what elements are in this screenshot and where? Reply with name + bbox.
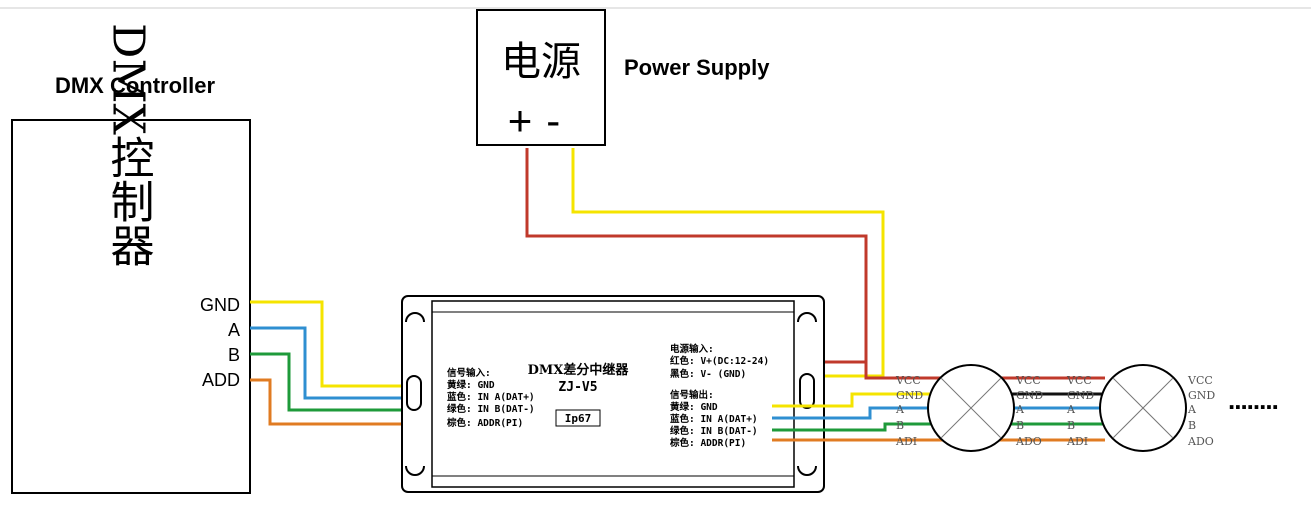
wire-power-negative (571, 148, 885, 378)
signal-output-title: 信号输出: (670, 389, 714, 401)
lamp1-out-b: B (1016, 419, 1024, 432)
wire-out-b (772, 422, 932, 432)
power-input-line-1: 红色: V+(DC:12-24) (670, 355, 769, 367)
repeater-box: DMX差分中继器 ZJ-V5 Ip67 信号输入: 黄绿: GND 蓝色: IN… (401, 295, 825, 493)
mount-slot-bl (405, 465, 425, 476)
lamp1-out-ado: ADO (1015, 435, 1042, 448)
lamp2-in-adi: ADI (1066, 435, 1088, 448)
mount-slot-tl (405, 312, 425, 323)
repeater-model: ZJ-V5 (558, 380, 597, 395)
power-input-block: 电源输入: 红色: V+(DC:12-24) 黑色: V- (GND) (670, 343, 769, 380)
ctrl-pin-add: ADD (202, 370, 240, 390)
power-supply-label: Power Supply (624, 55, 770, 80)
mount-slot-tr (797, 312, 817, 323)
dmx-controller-box (11, 119, 251, 494)
lamp1-out-a: A (1015, 403, 1025, 416)
dmx-controller-label: DMX Controller (55, 73, 216, 98)
wire-input-gnd (250, 300, 430, 388)
wire-power-positive (525, 148, 868, 364)
repeater-rating: Ip67 (565, 412, 592, 425)
lamp2-in-labels: VCC GND A B ADI (1066, 374, 1094, 448)
lamp2-cross-b (1112, 377, 1174, 439)
input-wires (250, 300, 430, 426)
grommet-right (799, 373, 815, 409)
wire-out-a (772, 406, 932, 420)
signal-input-line-4: 棕色: ADDR(PI) (446, 417, 523, 429)
grommet-left (406, 375, 422, 411)
power-supply-terminals: +- (508, 97, 575, 144)
lamp2-out-b: B (1188, 419, 1196, 432)
wire-out-gnd (772, 392, 932, 408)
repeater-title: DMX差分中继器 (528, 362, 630, 378)
signal-output-line-4: 棕色: ADDR(PI) (669, 437, 746, 449)
signal-input-line-2: 蓝色: IN A(DAT+) (447, 391, 535, 403)
wire-input-a (250, 326, 430, 400)
signal-output-line-3: 绿色: IN B(DAT-) (670, 425, 758, 437)
lamp2-out-gnd: GND (1188, 389, 1215, 402)
signal-output-line-2: 蓝色: IN A(DAT+) (670, 413, 758, 425)
lamp1-cross-b (940, 377, 1002, 439)
wire-input-add (250, 378, 430, 426)
rating-frame (555, 409, 601, 427)
lamp2-in-b: B (1067, 419, 1075, 432)
lamp2-out-vcc: VCC (1187, 374, 1213, 387)
signal-output-line-1: 黄绿: GND (670, 401, 718, 413)
lamp2-in-vcc: VCC (1066, 374, 1092, 387)
signal-input-line-3: 绿色: IN B(DAT-) (447, 403, 535, 415)
lamp2-in-gnd: GND (1067, 389, 1094, 402)
lamp2-out-labels: VCC GND A B ADO (1187, 374, 1215, 448)
repeater-outer (401, 295, 825, 493)
lamp-1: VCC GND A B ADI VCC GND A B ADO (895, 364, 1105, 452)
lamp1-out-gnd: GND (1016, 389, 1043, 402)
lamp-2: VCC GND A B ADI VCC GND A B ADO (1066, 364, 1215, 452)
lamp1-out-labels: VCC GND A B ADO (1015, 374, 1043, 448)
lamp1-in-labels: VCC GND A B ADI (895, 374, 923, 448)
ctrl-pin-b: B (228, 345, 240, 365)
power-wires (525, 148, 885, 378)
power-input-title: 电源输入: (670, 343, 714, 355)
ctrl-pin-a: A (228, 320, 240, 340)
controller-pin-labels: GND A B ADD (200, 295, 240, 390)
signal-input-line-1: 黄绿: GND (447, 379, 495, 391)
lamp1-in-gnd: GND (896, 389, 923, 402)
wire-input-b (250, 352, 430, 412)
repeater-inner (431, 300, 795, 488)
lamp1-out-vcc: VCC (1015, 374, 1041, 387)
output-wires (772, 362, 932, 442)
power-supply-chinese: 电源 (501, 39, 581, 85)
lamp1-in-vcc: VCC (895, 374, 921, 387)
lamp2-in-a: A (1066, 403, 1076, 416)
dmx-controller-vertical-text: DMX控制器 (103, 23, 154, 267)
lamp1-in-b: B (896, 419, 904, 432)
lamp2-out-a: A (1187, 403, 1197, 416)
power-supply-box (476, 9, 606, 146)
ctrl-pin-gnd: GND (200, 295, 240, 315)
lamp1-in-adi: ADI (895, 435, 917, 448)
lamp2-out-ado: ADO (1187, 435, 1214, 448)
signal-input-title: 信号输入: (447, 367, 491, 379)
signal-input-block: 信号输入: 黄绿: GND 蓝色: IN A(DAT+) 绿色: IN B(DA… (446, 367, 535, 429)
mount-slot-br (797, 465, 817, 476)
wire-out-vcc (864, 362, 932, 380)
power-input-line-2: 黑色: V- (GND) (670, 368, 746, 380)
continuation-dots: ........ (1228, 385, 1278, 415)
signal-output-block: 信号输出: 黄绿: GND 蓝色: IN A(DAT+) 绿色: IN B(DA… (669, 389, 758, 449)
lamp1-in-a: A (895, 403, 905, 416)
